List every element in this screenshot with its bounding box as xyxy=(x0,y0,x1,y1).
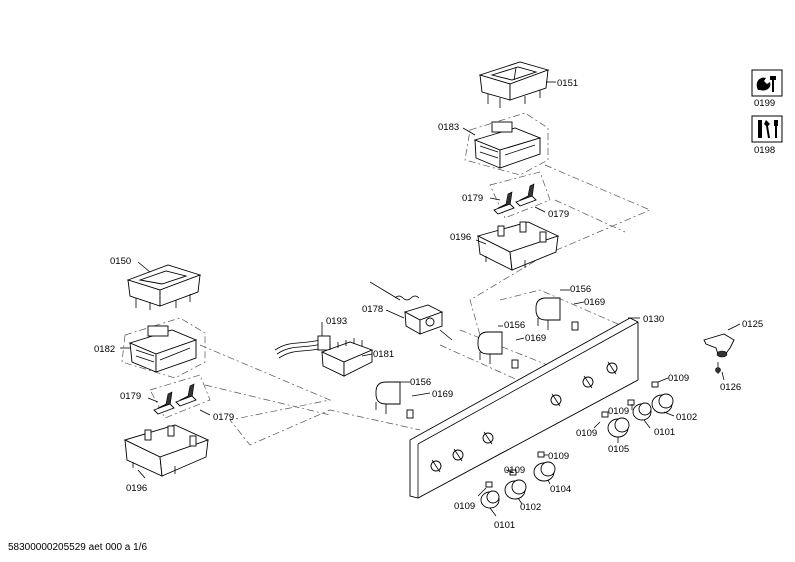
label-0182: 0182 xyxy=(94,344,115,355)
part-0109-spring-f xyxy=(485,481,493,488)
part-0169-holder-a xyxy=(406,409,414,419)
label-0104: 0104 xyxy=(550,484,571,495)
knob-0101-right xyxy=(632,402,652,421)
label-0126: 0126 xyxy=(720,382,741,393)
part-0125-clip xyxy=(703,333,735,358)
label-0130: 0130 xyxy=(643,314,664,325)
label-0156-a: 0156 xyxy=(410,377,431,388)
label-0151: 0151 xyxy=(557,78,578,89)
label-0169-c: 0169 xyxy=(584,297,605,308)
label-0183: 0183 xyxy=(438,122,459,133)
part-0183-switch-block xyxy=(464,112,549,176)
part-0179-contacts-top xyxy=(489,171,551,219)
part-0156-lamp-b xyxy=(477,331,503,364)
part-0196-bracket-left xyxy=(123,424,210,477)
part-0109-spring-b xyxy=(627,399,635,406)
part-0156-lamp-c xyxy=(535,297,561,330)
label-0178: 0178 xyxy=(362,304,383,315)
label-0179-c: 0179 xyxy=(120,391,141,402)
label-0193: 0193 xyxy=(326,316,347,327)
label-0196-a: 0196 xyxy=(450,232,471,243)
label-0109-b: 0109 xyxy=(608,406,629,417)
part-0169-holder-b xyxy=(511,359,519,369)
label-0156-c: 0156 xyxy=(570,284,591,295)
part-0156-lamp-a xyxy=(375,381,401,414)
tools-icon xyxy=(751,115,783,143)
label-0150: 0150 xyxy=(110,256,131,267)
part-0150-box xyxy=(126,264,202,310)
knob-0102-right xyxy=(651,393,674,414)
label-0179-a: 0179 xyxy=(462,193,483,204)
label-0109-f: 0109 xyxy=(454,501,475,512)
knob-0101-bottom xyxy=(480,490,500,509)
part-0130-control-panel xyxy=(409,317,639,499)
part-0179-contacts-left xyxy=(149,374,211,419)
part-0109-spring-c xyxy=(601,411,609,418)
label-0102-b: 0102 xyxy=(520,502,541,513)
part-0109-spring-d xyxy=(537,451,545,458)
part-0151-box xyxy=(478,61,550,108)
label-0179-b: 0179 xyxy=(548,209,569,220)
part-0169-holder-c xyxy=(571,321,579,331)
label-0101-a: 0101 xyxy=(654,427,675,438)
part-0196-bracket-top xyxy=(476,221,560,271)
label-0109-a: 0109 xyxy=(668,373,689,384)
service-manual-icon xyxy=(751,69,783,97)
label-0109-e: 0109 xyxy=(504,465,525,476)
part-0109-spring-a xyxy=(651,381,659,388)
part-0109-spring-e xyxy=(509,469,517,476)
label-0109-d: 0109 xyxy=(548,451,569,462)
label-0196-b: 0196 xyxy=(126,483,147,494)
label-0198: 0198 xyxy=(754,145,775,156)
knob-0105 xyxy=(607,417,630,438)
label-0102-a: 0102 xyxy=(676,412,697,423)
part-0193-wiring-harness xyxy=(274,335,331,359)
label-0105: 0105 xyxy=(608,444,629,455)
knob-0104 xyxy=(533,461,556,482)
knob-0102-bottom xyxy=(504,479,527,500)
document-id: 58300000205529 aet 000 a 1/6 xyxy=(8,542,148,553)
part-0126-screw xyxy=(715,362,721,374)
label-0109-c: 0109 xyxy=(576,428,597,439)
label-0181: 0181 xyxy=(373,349,394,360)
label-0125: 0125 xyxy=(742,319,763,330)
label-0179-d: 0179 xyxy=(213,412,234,423)
label-0156-b: 0156 xyxy=(504,320,525,331)
label-0169-a: 0169 xyxy=(432,389,453,400)
part-0181-selector-switch xyxy=(320,338,374,377)
label-0169-b: 0169 xyxy=(525,333,546,344)
label-0101-b: 0101 xyxy=(494,520,515,531)
part-0182-switch-block xyxy=(121,317,206,379)
label-0199: 0199 xyxy=(754,98,775,109)
part-0178-thermostat xyxy=(369,281,453,341)
